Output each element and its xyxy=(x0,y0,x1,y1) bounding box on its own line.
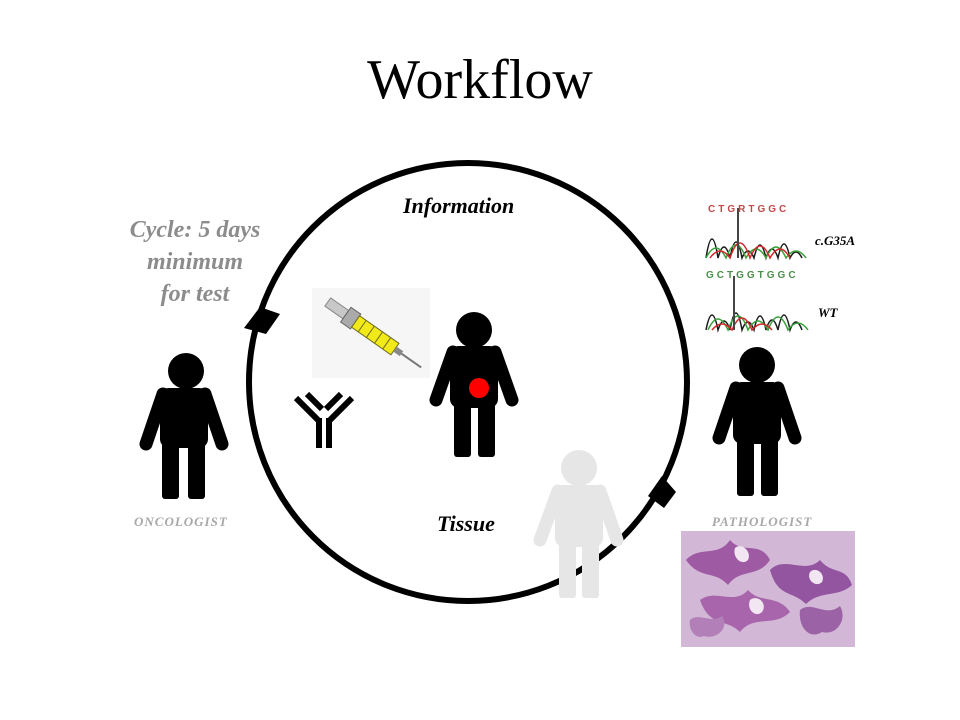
right-arrowhead-icon xyxy=(648,476,676,508)
oncologist-label: ONCOLOGIST xyxy=(134,514,228,529)
mutation-label: c.G35A xyxy=(815,233,856,248)
pathologist-label: PATHOLOGIST xyxy=(712,514,813,529)
cycle-note-line-1: Cycle: 5 days xyxy=(129,217,261,243)
oncologist-figure-icon xyxy=(139,353,229,499)
cycle-note: Cycle: 5 days minimum for test xyxy=(100,214,290,310)
wild-type-label: WT xyxy=(818,305,838,320)
tissue-label: Tissue xyxy=(437,511,495,536)
faded-patient-figure-icon xyxy=(533,450,624,598)
syringe-image xyxy=(312,288,430,378)
mutant-sequence-label: CTGRTGGC xyxy=(708,204,790,215)
antibody-icon xyxy=(293,391,355,448)
left-arrowhead-icon xyxy=(244,307,280,334)
histology-image xyxy=(681,531,855,647)
slide-title: Workflow xyxy=(367,49,593,111)
pathologist-figure-icon xyxy=(712,347,802,496)
workflow-cycle-circle xyxy=(246,160,690,604)
tumor-dot-icon xyxy=(469,378,489,398)
wild-sequence-label: GCTGGTGGC xyxy=(706,270,799,281)
information-label: Information xyxy=(403,193,515,218)
cycle-note-line-2: minimum xyxy=(146,249,244,275)
cycle-note-line-3: for test xyxy=(160,281,230,307)
chromatogram-image xyxy=(704,198,810,333)
